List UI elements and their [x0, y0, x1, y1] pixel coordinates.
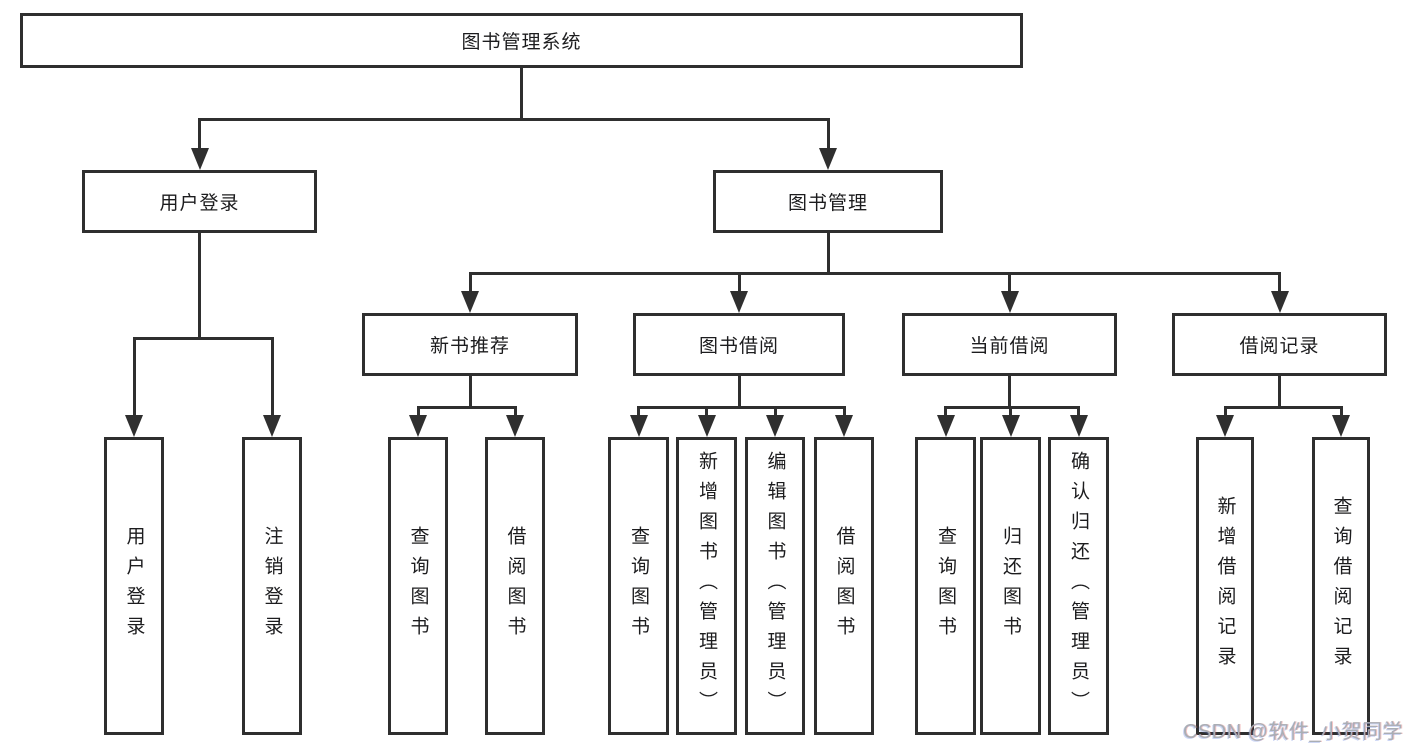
connector-drop [1008, 272, 1011, 295]
node-label: 用户登录 [123, 526, 145, 646]
leaf-query-books-recommend: 查询图书 [388, 437, 448, 735]
connector-drop [198, 118, 201, 152]
node-label: 用户登录 [159, 193, 240, 214]
leaf-return-books: 归还图书 [980, 437, 1041, 735]
arrowhead-down-icon [730, 291, 748, 313]
connector-stem [520, 68, 523, 121]
connector-stem [198, 233, 201, 340]
node-label: 借阅记录 [1239, 336, 1320, 357]
arrowhead-down-icon [125, 415, 143, 437]
node-label: 查询借阅记录 [1330, 496, 1352, 676]
node-label: 借阅图书 [504, 526, 526, 646]
node-label: 编辑图书（管理员） [764, 451, 786, 721]
arrowhead-down-icon [461, 291, 479, 313]
arrowhead-down-icon [819, 148, 837, 170]
arrowhead-down-icon [506, 415, 524, 437]
connector-stem [1008, 376, 1011, 409]
connector-drop [1009, 406, 1012, 419]
connector-rail [637, 406, 846, 409]
node-book-management-system: 图书管理系统 [20, 13, 1023, 68]
arrowhead-down-icon [936, 415, 955, 437]
arrowhead-down-icon [1001, 415, 1020, 437]
node-borrowing-records: 借阅记录 [1172, 313, 1387, 376]
node-label: 借阅图书 [833, 526, 855, 646]
csdn-watermark: CSDN @软件_小贺同学 [1183, 721, 1404, 743]
connector-drop [1278, 272, 1281, 295]
leaf-query-books-borrowing: 查询图书 [608, 437, 669, 735]
connector-drop [513, 406, 517, 419]
connector-drop [1223, 406, 1227, 419]
node-book-borrowing: 图书借阅 [633, 313, 845, 376]
node-label: 确认归还（管理员） [1068, 451, 1089, 721]
node-label: 图书借阅 [698, 336, 779, 357]
connector-rail [416, 406, 517, 409]
arrowhead-down-icon [409, 415, 427, 437]
connector-rail [132, 337, 274, 340]
connector-rail [198, 118, 830, 121]
arrowhead-down-icon [1069, 415, 1088, 437]
connector-drop [270, 337, 274, 419]
connector-stem [737, 376, 741, 409]
node-label: 新增图书（管理员） [696, 451, 717, 721]
node-label: 查询图书 [407, 526, 429, 646]
connector-drop [944, 406, 947, 419]
node-new-book-recommend: 新书推荐 [362, 313, 578, 376]
arrowhead-down-icon [263, 415, 281, 437]
arrowhead-down-icon [1270, 291, 1289, 313]
node-user-login: 用户登录 [82, 170, 317, 233]
arrowhead-down-icon [1216, 415, 1234, 437]
connector-drop [1077, 406, 1080, 419]
node-label: 当前借阅 [969, 336, 1050, 357]
arrowhead-down-icon [697, 415, 716, 437]
connector-stem [826, 233, 830, 275]
node-label: 新增借阅记录 [1214, 496, 1236, 676]
node-label: 归还图书 [1000, 526, 1021, 646]
arrowhead-down-icon [190, 148, 209, 170]
connector-drop [705, 406, 708, 419]
connector-drop [842, 406, 846, 419]
leaf-query-books-current: 查询图书 [915, 437, 976, 735]
leaf-confirm-return-admin: 确认归还（管理员） [1048, 437, 1109, 735]
node-label: 新书推荐 [429, 336, 510, 357]
connector-drop [637, 406, 640, 419]
connector-drop [416, 406, 420, 419]
node-label: 查询图书 [935, 526, 956, 646]
leaf-user-login: 用户登录 [104, 437, 164, 735]
arrowhead-down-icon [766, 415, 784, 437]
connector-rail [1223, 406, 1343, 409]
arrowhead-down-icon [1332, 415, 1350, 437]
connector-rail [468, 272, 1281, 275]
connector-drop [132, 337, 136, 419]
node-current-borrowing: 当前借阅 [902, 313, 1117, 376]
node-label: 查询图书 [628, 526, 649, 646]
node-label: 图书管理系统 [461, 32, 582, 53]
connector-drop [826, 118, 830, 152]
leaf-borrow-books-recommend: 借阅图书 [485, 437, 545, 735]
connector-drop [468, 272, 472, 295]
leaf-edit-book-admin: 编辑图书（管理员） [745, 437, 805, 735]
leaf-add-borrow-record: 新增借阅记录 [1196, 437, 1254, 735]
leaf-query-borrow-record: 查询借阅记录 [1312, 437, 1370, 735]
arrowhead-down-icon [629, 415, 648, 437]
connector-drop [737, 272, 741, 295]
leaf-add-book-admin: 新增图书（管理员） [676, 437, 737, 735]
node-label: 图书管理 [787, 193, 868, 214]
leaf-borrow-books-borrowing: 借阅图书 [814, 437, 874, 735]
connector-stem [468, 376, 472, 409]
connector-stem [1278, 376, 1281, 409]
arrowhead-down-icon [835, 415, 853, 437]
connector-drop [773, 406, 777, 419]
connector-drop [1339, 406, 1343, 419]
node-label: 注销登录 [261, 526, 283, 646]
arrowhead-down-icon [1000, 291, 1019, 313]
connector-rail [944, 406, 1080, 409]
node-book-management: 图书管理 [713, 170, 943, 233]
leaf-logout-login: 注销登录 [242, 437, 302, 735]
